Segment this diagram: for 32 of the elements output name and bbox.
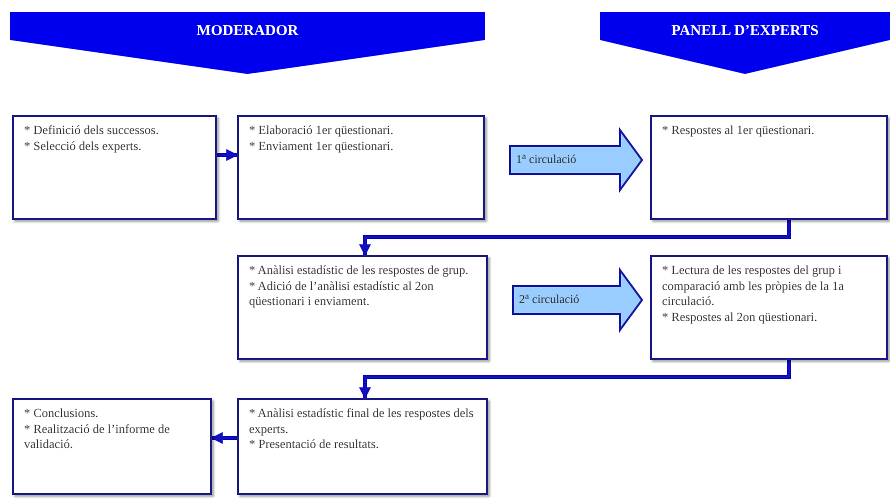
- block-arrow: [509, 126, 644, 194]
- bullet-text: * Respostes al 1er qüestionari.: [662, 123, 816, 139]
- arrow: [217, 149, 238, 161]
- block-arrow: [512, 266, 644, 334]
- bullet-text: * Presentació de resultats.: [249, 437, 380, 453]
- bullet-text: * Anàlisi estadístic de les respostes de grup.: [249, 263, 470, 279]
- banner-title: MODERADOR: [196, 23, 298, 39]
- banner-chevron: [10, 10, 485, 74]
- arrow: [359, 220, 791, 256]
- arrow: [210, 432, 237, 444]
- bullet-text: * Lectura de les respostes del grup i comparació amb les pròpies de la 1a circulació.: [662, 263, 845, 310]
- process-box: [650, 255, 888, 360]
- bullet-text: * Anàlisi estadístic final de les respostes dels experts.: [249, 406, 475, 438]
- process-box: [12, 398, 212, 495]
- banner-title: PANELL D’EXPERTS: [671, 23, 819, 39]
- banner-chevron: [600, 10, 890, 74]
- bullet-text: * Enviament 1er qüestionari.: [249, 138, 394, 154]
- process-box: [237, 255, 488, 360]
- process-box: [237, 115, 485, 220]
- bullet-text: * Respostes al 2on qüestionari.: [662, 310, 818, 326]
- arrow: [359, 360, 791, 400]
- process-box: [237, 398, 488, 495]
- process-box: [12, 115, 217, 220]
- bullet-text: * Definició dels successos.: [24, 123, 160, 139]
- bullet-text: * Conclusions.: [24, 406, 100, 422]
- edge-label: 2$^{a}$ circulació: [519, 293, 580, 305]
- bullet-text: * Elaboració 1er qüestionari.: [249, 123, 394, 139]
- edge-label: 1$^{a}$ circulació: [516, 153, 576, 165]
- process-box: [650, 115, 888, 220]
- bullet-text: * Selecció dels experts.: [24, 138, 142, 154]
- bullet-text: * Realització de l’informe de validació.: [24, 422, 171, 453]
- bullet-text: * Adició de l’anàlisi estadístic al 2on qüestionari i enviament.: [249, 278, 435, 310]
